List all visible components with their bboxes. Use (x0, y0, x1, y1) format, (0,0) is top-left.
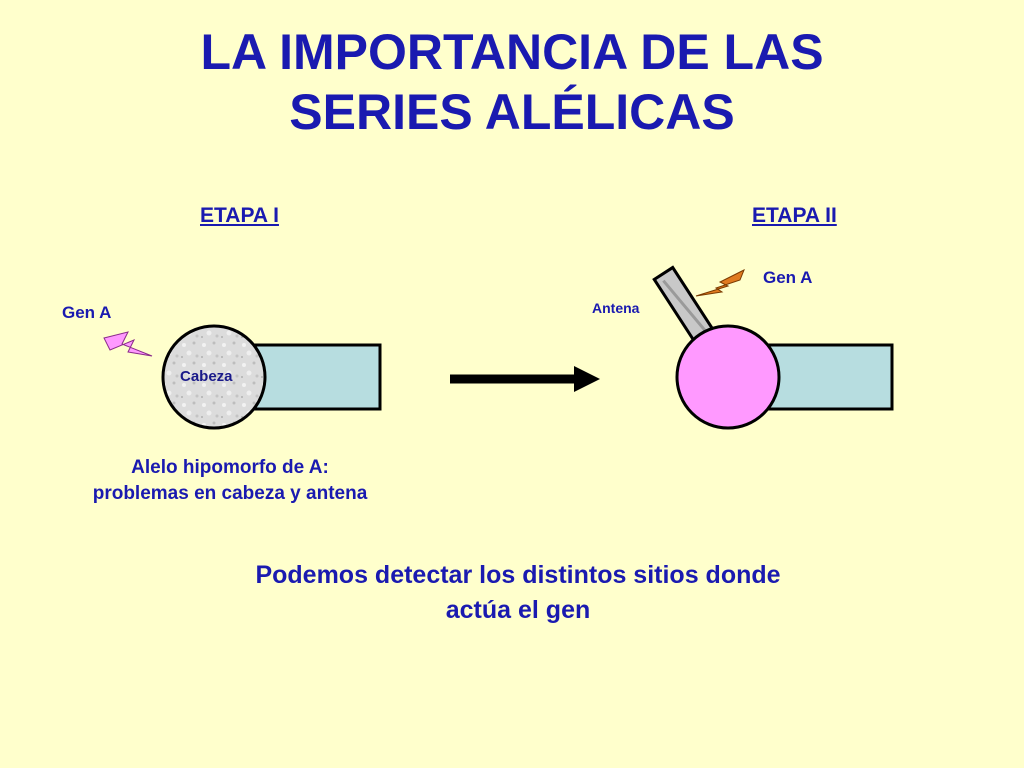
conclusion-line-2: actúa el gen (445, 596, 591, 624)
title-line-1: LA IMPORTANCIA DE LAS (200, 24, 824, 80)
title-line-2: SERIES ALÉLICAS (289, 84, 735, 140)
stage-1-lightning-icon (103, 331, 153, 357)
stage-2-gene-label: Gen A (763, 268, 813, 287)
progression-arrow (450, 366, 600, 392)
stage-1-caption: Alelo hipomorfo de A: problemas en cabez… (30, 455, 430, 507)
head-label: Cabeza (180, 368, 233, 385)
slide-title: LA IMPORTANCIA DE LAS SERIES ALÉLICAS (0, 22, 1024, 142)
stage-2-head (675, 324, 781, 430)
stage-1-gene-label: Gen A (62, 303, 112, 322)
conclusion-line-1: Podemos detectar los distintos sitios do… (255, 561, 781, 589)
caption-line-2: problemas en cabeza y antena (92, 483, 368, 504)
conclusion-text: Podemos detectar los distintos sitios do… (168, 558, 868, 628)
stage-1-organism (161, 324, 382, 430)
stage-1-label: ETAPA I (200, 204, 279, 227)
stage-2-label: ETAPA II (752, 204, 837, 227)
antenna-label: Antena (592, 300, 640, 316)
stage-1-head (161, 324, 267, 430)
stage-2-lightning-icon (695, 268, 745, 297)
stage-2-organism (652, 265, 894, 430)
caption-line-1: Alelo hipomorfo de A: (131, 457, 329, 478)
